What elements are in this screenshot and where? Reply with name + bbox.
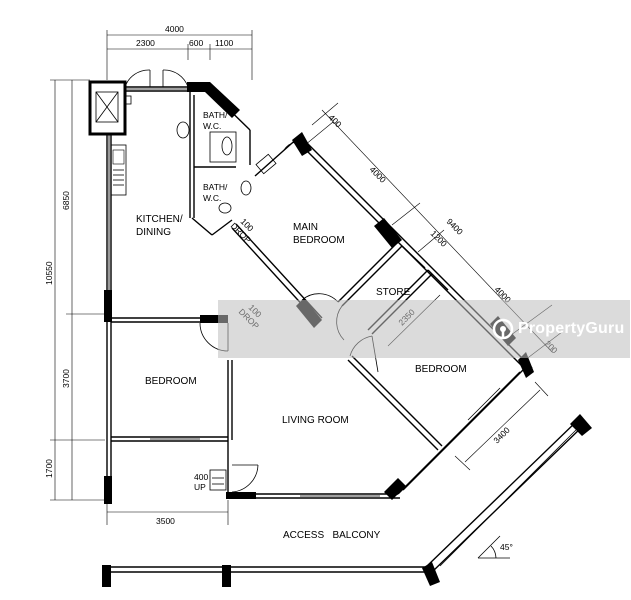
bath-wc-1-label: BATH/W.C. (203, 110, 228, 131)
dim-left-c: 1700 (44, 459, 54, 478)
kitchen-door (124, 69, 189, 88)
dim-bottom: 3500 (156, 516, 175, 526)
bath-fixtures (176, 121, 297, 214)
kitchen-drop-label: 100DROP (229, 214, 261, 246)
dim-top-b: 600 (189, 38, 203, 48)
watermark-brand: PropertyGuru (518, 320, 625, 337)
dim-diag-a: 400 (327, 112, 344, 129)
dim-top-a: 2300 (136, 38, 155, 48)
dim-top-c: 1100 (215, 38, 234, 48)
living-room-label: LIVING ROOM (282, 415, 349, 426)
dim-top-total: 4000 (165, 24, 184, 34)
bottom-dimension-line (106, 500, 229, 525)
store-label: STORE (376, 287, 411, 298)
left-dimension-lines (50, 79, 105, 501)
bedroom-left-label: BEDROOM (145, 376, 197, 387)
bath-wc-2-label: BATH/W.C. (203, 182, 228, 203)
dim-left-b: 3700 (61, 369, 71, 388)
dim-diag-b: 4000 (368, 164, 389, 185)
top-dimension-lines (106, 30, 253, 80)
dim-left-total: 10550 (44, 261, 54, 285)
service-shaft (88, 80, 132, 136)
dim-left-a: 6850 (61, 191, 71, 210)
dim-diag-c: 1200 (429, 228, 450, 249)
angle-symbol (477, 535, 510, 559)
kitchen-sink (110, 144, 127, 196)
entrance-step (209, 469, 227, 491)
dim-diag-total: 9400 (445, 216, 466, 237)
watermark-banner (218, 300, 630, 358)
propertyguru-logo-icon (492, 318, 514, 340)
balcony-railing (439, 429, 577, 567)
angle-label: 45° (500, 542, 513, 552)
dim-balcony-depth: 3400 (491, 425, 512, 446)
windows (108, 88, 501, 497)
balcony-dimension-line (454, 381, 549, 471)
bedroom-right-label: BEDROOM (415, 364, 467, 375)
kitchen-dining-label: KITCHEN/DINING (136, 214, 183, 238)
access-balcony-label: ACCESS BALCONY (283, 530, 381, 541)
